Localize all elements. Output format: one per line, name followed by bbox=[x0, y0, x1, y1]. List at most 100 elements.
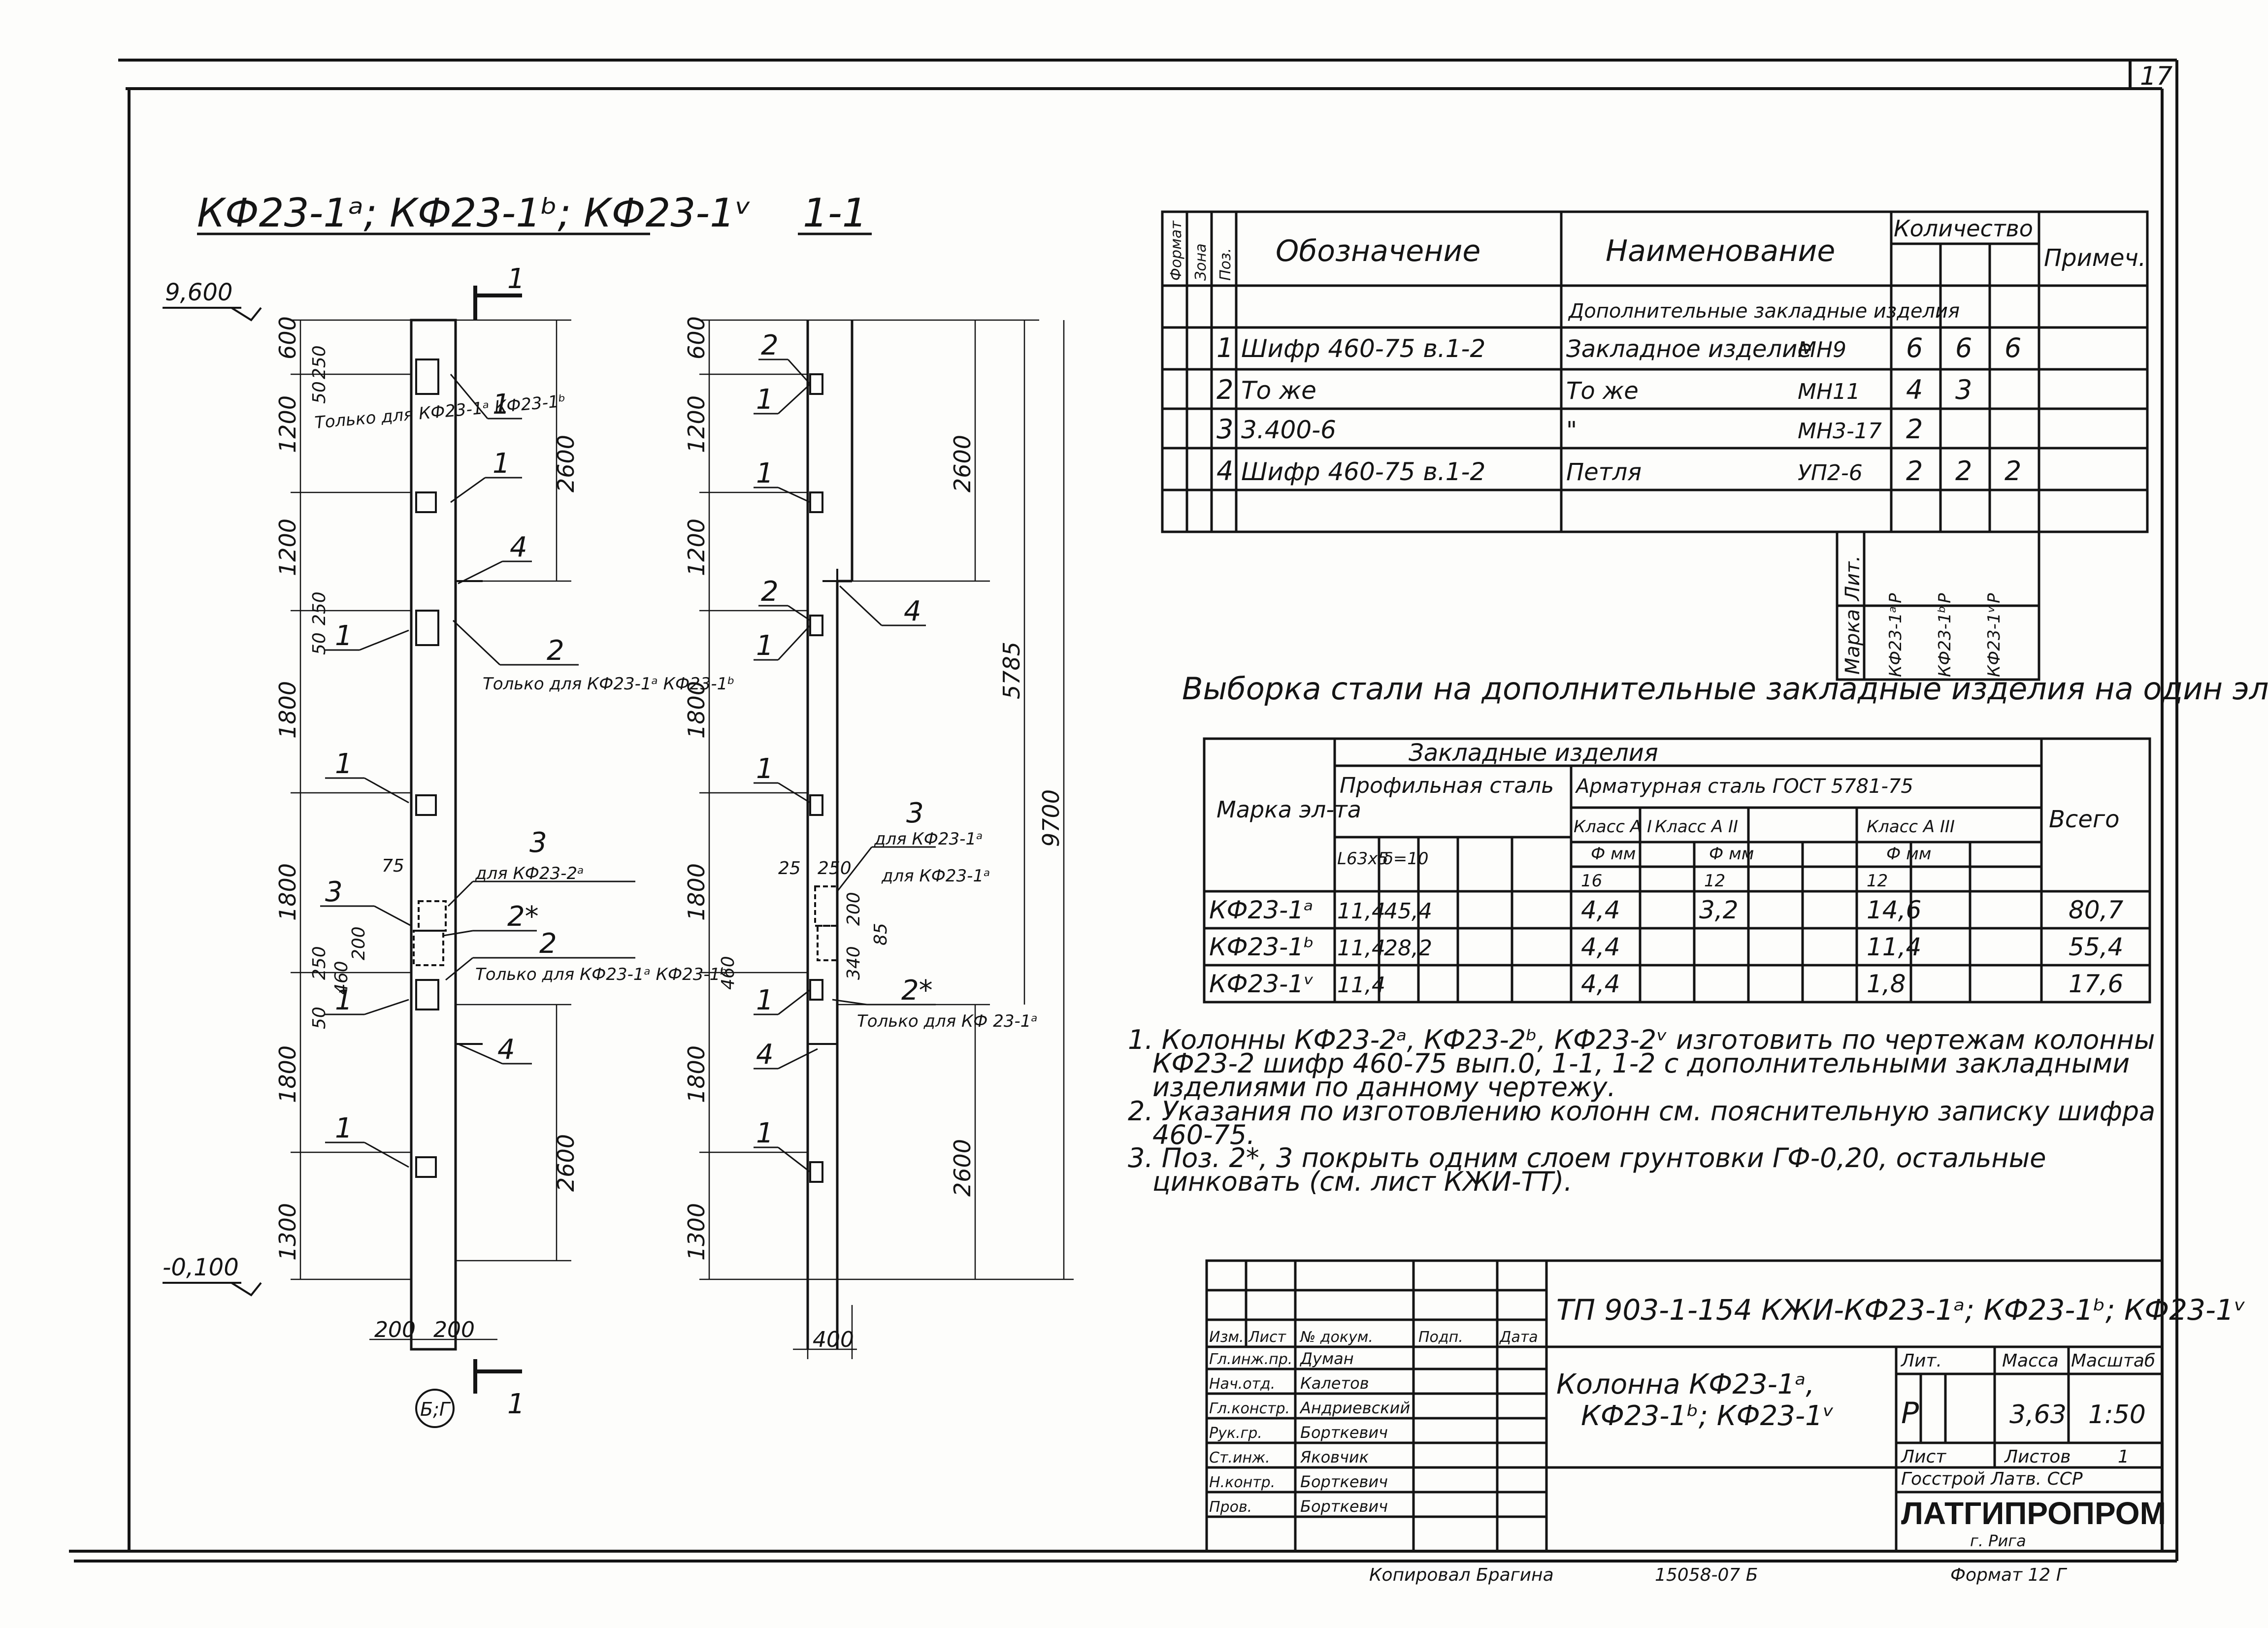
elev-top-left: 9,600 bbox=[165, 279, 232, 306]
callout-left: 1 bbox=[335, 984, 353, 1016]
right-small-dim: 200 bbox=[844, 892, 864, 926]
note-3: 3. Поз. 2*, 3 покрыть одним слоем грунто… bbox=[1128, 1142, 2046, 1197]
spec-h-format: Формат bbox=[1168, 220, 1185, 281]
tb-col-h: Подп. bbox=[1418, 1329, 1463, 1346]
tb-name: Бортке­вич bbox=[1300, 1472, 1388, 1491]
spec-row-mark: МН9 bbox=[1798, 337, 1846, 362]
spec-row-q2: 2 bbox=[1955, 456, 1972, 487]
tb-sheets-label: Листов bbox=[2004, 1447, 2071, 1467]
left-dim-5: 1800 bbox=[274, 863, 301, 921]
steel-table bbox=[1203, 737, 2151, 1004]
spec-row-designation: Шифр 460-75 в.1-2 bbox=[1241, 334, 1485, 363]
tb-city: г. Рига bbox=[1970, 1531, 2026, 1550]
tb-role: Гл.констр. bbox=[1209, 1400, 1290, 1417]
steel-h-phi: Ф мм bbox=[1591, 844, 1636, 864]
steel-row-ai16: 4,4 bbox=[1581, 970, 1620, 998]
tb-role: Рук.гр. bbox=[1209, 1425, 1262, 1442]
elev-bottom-left: -0,100 bbox=[163, 1254, 239, 1281]
section-mark-top bbox=[473, 286, 522, 320]
callout-left: 3 bbox=[325, 876, 343, 908]
right-small-dim: 460 bbox=[718, 956, 738, 990]
spec-row-q1: 6 bbox=[1906, 332, 1923, 363]
tb-role: Ст.инж. bbox=[1209, 1449, 1270, 1466]
tb-col-h: Дата bbox=[1499, 1329, 1538, 1346]
left-right-dim-1: 2600 bbox=[553, 435, 579, 492]
tb-col-h: № докум. bbox=[1299, 1329, 1373, 1346]
steel-table-title: Выборка стали на дополнительные закладны… bbox=[1182, 671, 2268, 707]
right-right-dim: 5785 bbox=[998, 642, 1025, 699]
spec-row-mark: УП2-6 bbox=[1798, 460, 1863, 486]
left-small-dim: 50 bbox=[309, 1007, 329, 1029]
sheet-number: 17 bbox=[2140, 62, 2172, 91]
left-dim-6: 1800 bbox=[274, 1045, 301, 1103]
steel-h-rebar: Арматурная сталь ГОСТ 5781-75 bbox=[1575, 775, 1913, 798]
spec-row-name: Закладное изделие bbox=[1566, 335, 1812, 363]
footer-format: Формат 12 Г bbox=[1950, 1565, 2068, 1585]
callout-left: 4 bbox=[497, 1034, 515, 1066]
steel-row-mark: КФ23-1ᵛ bbox=[1209, 970, 1314, 998]
steel-row-total: 17,6 bbox=[2069, 970, 2123, 998]
spec-row-q3: 2 bbox=[2005, 456, 2021, 487]
spec-h-note: Примеч. bbox=[2044, 244, 2146, 272]
steel-row-mark: КФ23-1ᵇ bbox=[1209, 933, 1314, 961]
spec-row-pos: 3 bbox=[1216, 414, 1233, 445]
note-left: для КФ23-2ᵃ bbox=[475, 864, 584, 883]
steel-row-l63: 11,4 bbox=[1337, 899, 1385, 924]
steel-row-mark: КФ23-1ᵃ bbox=[1209, 896, 1314, 924]
left-small-dim: 50 bbox=[309, 381, 329, 404]
spec-row-mark: МН11 bbox=[1798, 379, 1860, 404]
spec-h-quantity: Количество bbox=[1894, 215, 2033, 242]
spec-h-zone: Зона bbox=[1192, 243, 1210, 281]
tb-org-line: Госстрой Латв. ССР bbox=[1901, 1469, 2083, 1489]
steel-row-aiii12: 11,4 bbox=[1867, 933, 1921, 961]
left-small-dim: 75 bbox=[382, 856, 404, 876]
left-right-dim-2: 2600 bbox=[553, 1134, 579, 1192]
note-1: 1. Колонны КФ23-2ᵃ, КФ23-2ᵇ, КФ23-2ᵛ изг… bbox=[1128, 1024, 2155, 1103]
left-small-dim: 50 bbox=[309, 632, 329, 655]
title-block bbox=[1205, 1259, 2164, 1553]
callout-right: 2 bbox=[761, 576, 779, 608]
tb-col-h: Изм. bbox=[1209, 1329, 1244, 1346]
general-notes: 1. Колонны КФ23-2ᵃ, КФ23-2ᵇ, КФ23-2ᵛ изг… bbox=[1128, 1024, 2155, 1197]
right-small-dim: 340 bbox=[844, 946, 864, 980]
left-small-dim: 200 bbox=[349, 926, 369, 960]
right-dim: 1800 bbox=[683, 1045, 710, 1103]
callout-right: 3 bbox=[906, 797, 924, 829]
spec-section-title: Дополнительные закладные изделия bbox=[1568, 300, 1960, 323]
spec-h-pos: Поз. bbox=[1217, 248, 1234, 281]
column-right bbox=[806, 320, 854, 1349]
right-small-dim: 250 bbox=[818, 858, 852, 879]
spec-lit: Р bbox=[1984, 593, 2004, 603]
spec-row-name: То же bbox=[1566, 377, 1639, 405]
steel-row-aiii12: 1,8 bbox=[1867, 970, 1906, 998]
spec-row-q1: 4 bbox=[1906, 374, 1923, 405]
steel-row-l63: 11,4 bbox=[1337, 973, 1385, 998]
callout-left: 2* bbox=[507, 901, 539, 933]
steel-h-d10: δ=10 bbox=[1383, 849, 1429, 869]
spec-lit: Р bbox=[1886, 593, 1906, 603]
callout-left: 2 bbox=[539, 928, 557, 960]
spec-row-pos: 1 bbox=[1216, 332, 1233, 363]
steel-h-embedded: Закладные изделия bbox=[1409, 739, 1658, 767]
spec-mark: КФ23-1ᵛ bbox=[1984, 606, 2004, 677]
steel-h-profile: Профильная сталь bbox=[1340, 773, 1554, 798]
callout-right: 1 bbox=[756, 630, 774, 662]
spec-lit: Р bbox=[1935, 593, 1955, 603]
tb-name: Калетов bbox=[1300, 1374, 1369, 1393]
steel-h-ai: Класс А I bbox=[1574, 817, 1652, 837]
spec-row-q2: 6 bbox=[1955, 332, 1972, 363]
steel-row-ai16: 4,4 bbox=[1581, 933, 1620, 961]
spec-row-name: Петля bbox=[1566, 458, 1642, 486]
tb-org: ЛАТГИПРОПРОМ bbox=[1901, 1496, 2166, 1531]
callout-right: 2* bbox=[901, 975, 933, 1007]
tb-role: Пров. bbox=[1209, 1498, 1252, 1516]
right-right-dim: 2600 bbox=[949, 435, 976, 492]
spec-row-q1: 2 bbox=[1906, 456, 1923, 487]
grid-axis-label: Б;Г bbox=[420, 1399, 451, 1420]
callout-left: 4 bbox=[510, 531, 527, 563]
callout-right: 1 bbox=[756, 1117, 774, 1149]
footer-copied: Копировал Брагина bbox=[1369, 1565, 1554, 1585]
callout-left: 1 bbox=[335, 748, 353, 780]
steel-row-total: 55,4 bbox=[2069, 933, 2123, 961]
left-dim-4: 1800 bbox=[274, 681, 301, 739]
